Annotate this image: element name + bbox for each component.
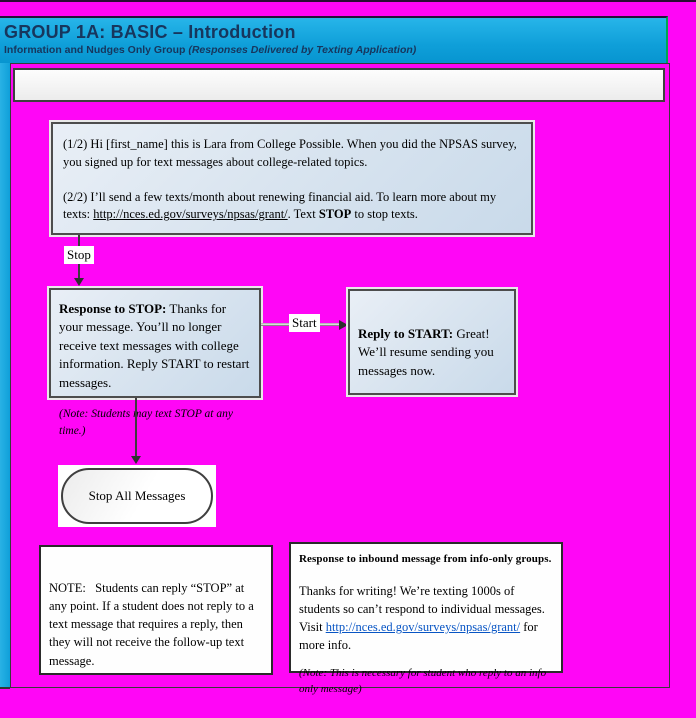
- npsas-grant-link-blue[interactable]: http://nces.ed.gov/surveys/npsas/grant/: [325, 620, 521, 635]
- empty-toolbar-band: [13, 68, 665, 102]
- page-title: GROUP 1A: BASIC – Introduction: [4, 22, 296, 42]
- header-bar: GROUP 1A: BASIC – Introduction Informati…: [0, 16, 668, 63]
- inbound-response-box: Response to inbound message from info-on…: [289, 542, 563, 695]
- stop-all-terminator-label: Stop All Messages: [88, 488, 186, 503]
- npsas-grant-link[interactable]: http://nces.ed.gov/surveys/npsas/grant/: [93, 207, 288, 222]
- stop-all-connector-arrowhead-icon: [131, 456, 141, 464]
- intro-message-part2: (2/2) I’ll send a few texts/month about …: [63, 189, 497, 222]
- intro-message-box: (1/2) Hi [first_name] this is Lara from …: [51, 122, 533, 235]
- flowchart-canvas: (1/2) Hi [first_name] this is Lara from …: [10, 63, 670, 695]
- page-subtitle: Information and Nudges Only Group (Respo…: [4, 44, 666, 56]
- top-divider-rule: [0, 0, 696, 2]
- stop-all-terminator: Stop All Messages: [61, 468, 213, 524]
- start-connector-arrowhead-icon: [339, 320, 348, 330]
- page-subtitle-text: Information and Nudges Only Group: [4, 44, 189, 56]
- reply-to-start-text: Great! We’ll resume sending you messages…: [358, 326, 494, 378]
- start-connector-label: Start: [289, 314, 320, 333]
- response-to-stop-box: Response to STOP: Thanks for your messag…: [49, 288, 261, 437]
- left-accent-strip: [0, 63, 10, 689]
- inbound-response-heading: Response to inbound message from info-on…: [299, 553, 552, 565]
- response-to-stop-heading: Response to STOP:: [59, 301, 167, 316]
- inbound-response-note: (Note: This is necessary for student who…: [299, 667, 547, 696]
- stop-all-terminator-patch: Stop All Messages: [58, 465, 216, 527]
- response-to-stop-note: (Note: Students may text STOP at any tim…: [59, 408, 233, 437]
- reply-to-start-heading: Reply to START:: [358, 326, 454, 341]
- page-subtitle-parenthetical: (Responses Delivered by Texting Applicat…: [188, 44, 417, 56]
- response-to-stop-text: Thanks for your message. You’ll no longe…: [59, 301, 250, 390]
- reply-to-start-box: Reply to START: Great! We’ll resume send…: [348, 289, 516, 395]
- stop-connector-arrowhead-icon: [74, 278, 84, 286]
- note-box: NOTE: Students can reply “STOP” at any p…: [39, 545, 273, 675]
- intro-message-part1: (1/2) Hi [first_name] this is Lara from …: [63, 137, 517, 169]
- stop-connector-label: Stop: [64, 246, 94, 265]
- inbound-response-text: Thanks for writing! We’re texting 1000s …: [299, 583, 545, 653]
- stop-all-connector-line: [135, 398, 137, 458]
